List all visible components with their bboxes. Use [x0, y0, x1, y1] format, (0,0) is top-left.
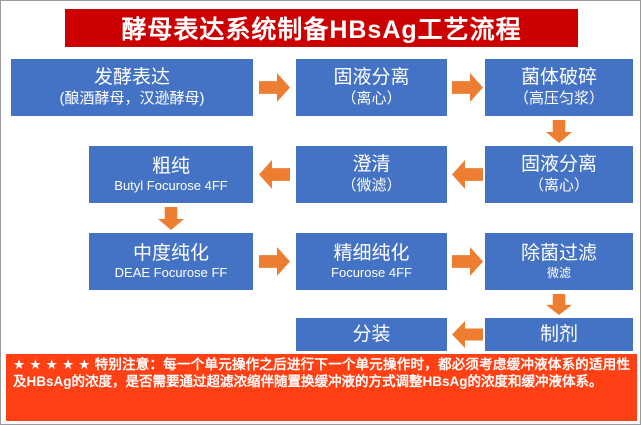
box-label: 固液分离: [333, 67, 410, 89]
arrow-left-icon: [259, 160, 290, 189]
box-label: 菌体破碎: [520, 67, 597, 89]
arrow-right-icon: [452, 247, 483, 276]
box-label: 分装: [352, 323, 391, 345]
flow-box-fermentation: 发酵表达 (酿酒酵母，汉逊酵母): [11, 59, 253, 116]
box-sublabel: Focurose 4FF: [331, 265, 412, 281]
arrow-right-icon: [259, 247, 290, 276]
flow-box-clarification: 澄清 （微滤）: [296, 146, 447, 203]
arrow-down-icon: [546, 294, 572, 315]
flow-box-sterile-filtration: 除菌过滤 微滤: [485, 233, 633, 290]
arrow-right-icon: [259, 73, 290, 102]
box-sublabel: （高压匀浆）: [513, 90, 604, 107]
box-label: 制剂: [539, 323, 578, 345]
page-title: 酵母表达系统制备HBsAg工艺流程: [65, 9, 578, 47]
box-label: 精细纯化: [333, 242, 410, 264]
arrow-left-icon: [452, 321, 483, 348]
box-sublabel: (酿酒酵母，汉逊酵母): [59, 90, 205, 107]
box-label: 除菌过滤: [520, 243, 597, 265]
box-label: 发酵表达: [93, 67, 170, 89]
flow-box-formulation: 制剂: [485, 318, 633, 351]
box-label: 粗纯: [151, 155, 190, 177]
flow-box-crude-purification: 粗纯 Butyl Focurose 4FF: [89, 146, 253, 203]
box-sublabel: 微滤: [546, 265, 571, 280]
flow-box-fine-purification: 精细纯化 Focurose 4FF: [296, 233, 447, 290]
flow-box-intermediate-purification: 中度纯化 DEAE Focurose FF: [89, 233, 253, 290]
flow-box-cell-disruption: 菌体破碎 （高压匀浆）: [485, 59, 633, 116]
box-label: 中度纯化: [132, 242, 209, 264]
box-sublabel: DEAE Focurose FF: [114, 265, 228, 281]
box-sublabel: （微滤）: [341, 177, 402, 194]
arrow-down-icon: [546, 120, 572, 143]
box-sublabel: （离心）: [528, 177, 589, 194]
box-label: 澄清: [352, 154, 391, 176]
box-sublabel: （离心）: [341, 90, 402, 107]
flow-box-solid-liquid-separation-1: 固液分离 （离心）: [296, 59, 447, 116]
flow-box-solid-liquid-separation-2: 固液分离 （离心）: [485, 146, 633, 203]
flow-box-filling: 分装: [296, 318, 447, 351]
arrow-left-icon: [452, 160, 483, 189]
arrow-right-icon: [452, 73, 483, 102]
special-note-banner: ★ ★ ★ ★ ★ 特别注意：每一个单元操作之后进行下一个单元操作时，都必须考虑…: [6, 354, 637, 421]
box-label: 固液分离: [520, 154, 597, 176]
arrow-down-icon: [158, 207, 184, 230]
box-sublabel: Butyl Focurose 4FF: [114, 178, 228, 194]
